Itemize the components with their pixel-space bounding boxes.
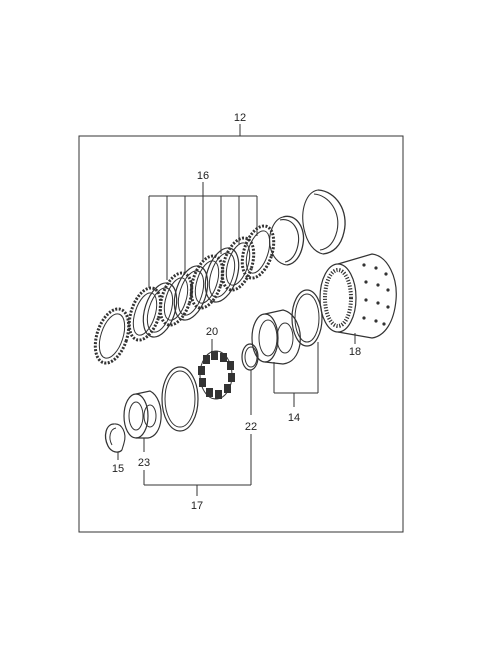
snap-ring-upper-1 (269, 215, 305, 266)
piston-seal-ring (291, 289, 323, 347)
retainer-ring (161, 366, 199, 432)
leader-14-bracket (273, 342, 319, 407)
callout-18: 18 (349, 346, 361, 358)
callout-12: 12 (234, 112, 246, 124)
leader-17-bracket (143, 434, 252, 496)
steel-plate-1 (93, 307, 131, 365)
callout-17: 17 (191, 500, 203, 512)
callout-14: 14 (288, 412, 300, 424)
callout-16: 16 (197, 170, 209, 182)
clutch-drum (319, 253, 397, 339)
steel-plate-5 (220, 236, 256, 292)
steel-plate-3 (158, 271, 194, 327)
snap-ring-small (104, 423, 126, 453)
clutch-plate-stack (93, 224, 276, 365)
callout-22: 22 (245, 421, 257, 433)
return-spring-assembly (198, 350, 235, 400)
snap-ring-upper-2 (302, 189, 346, 255)
callout-23: 23 (138, 457, 150, 469)
callout-20: 20 (206, 326, 218, 338)
leader-16-bracket (148, 182, 258, 288)
piston (251, 309, 301, 365)
clutch-hub (123, 390, 162, 439)
assembly-frame (78, 135, 404, 533)
steel-plate-6 (240, 224, 276, 280)
callout-15: 15 (112, 463, 124, 475)
small-seal-ring (241, 343, 259, 371)
